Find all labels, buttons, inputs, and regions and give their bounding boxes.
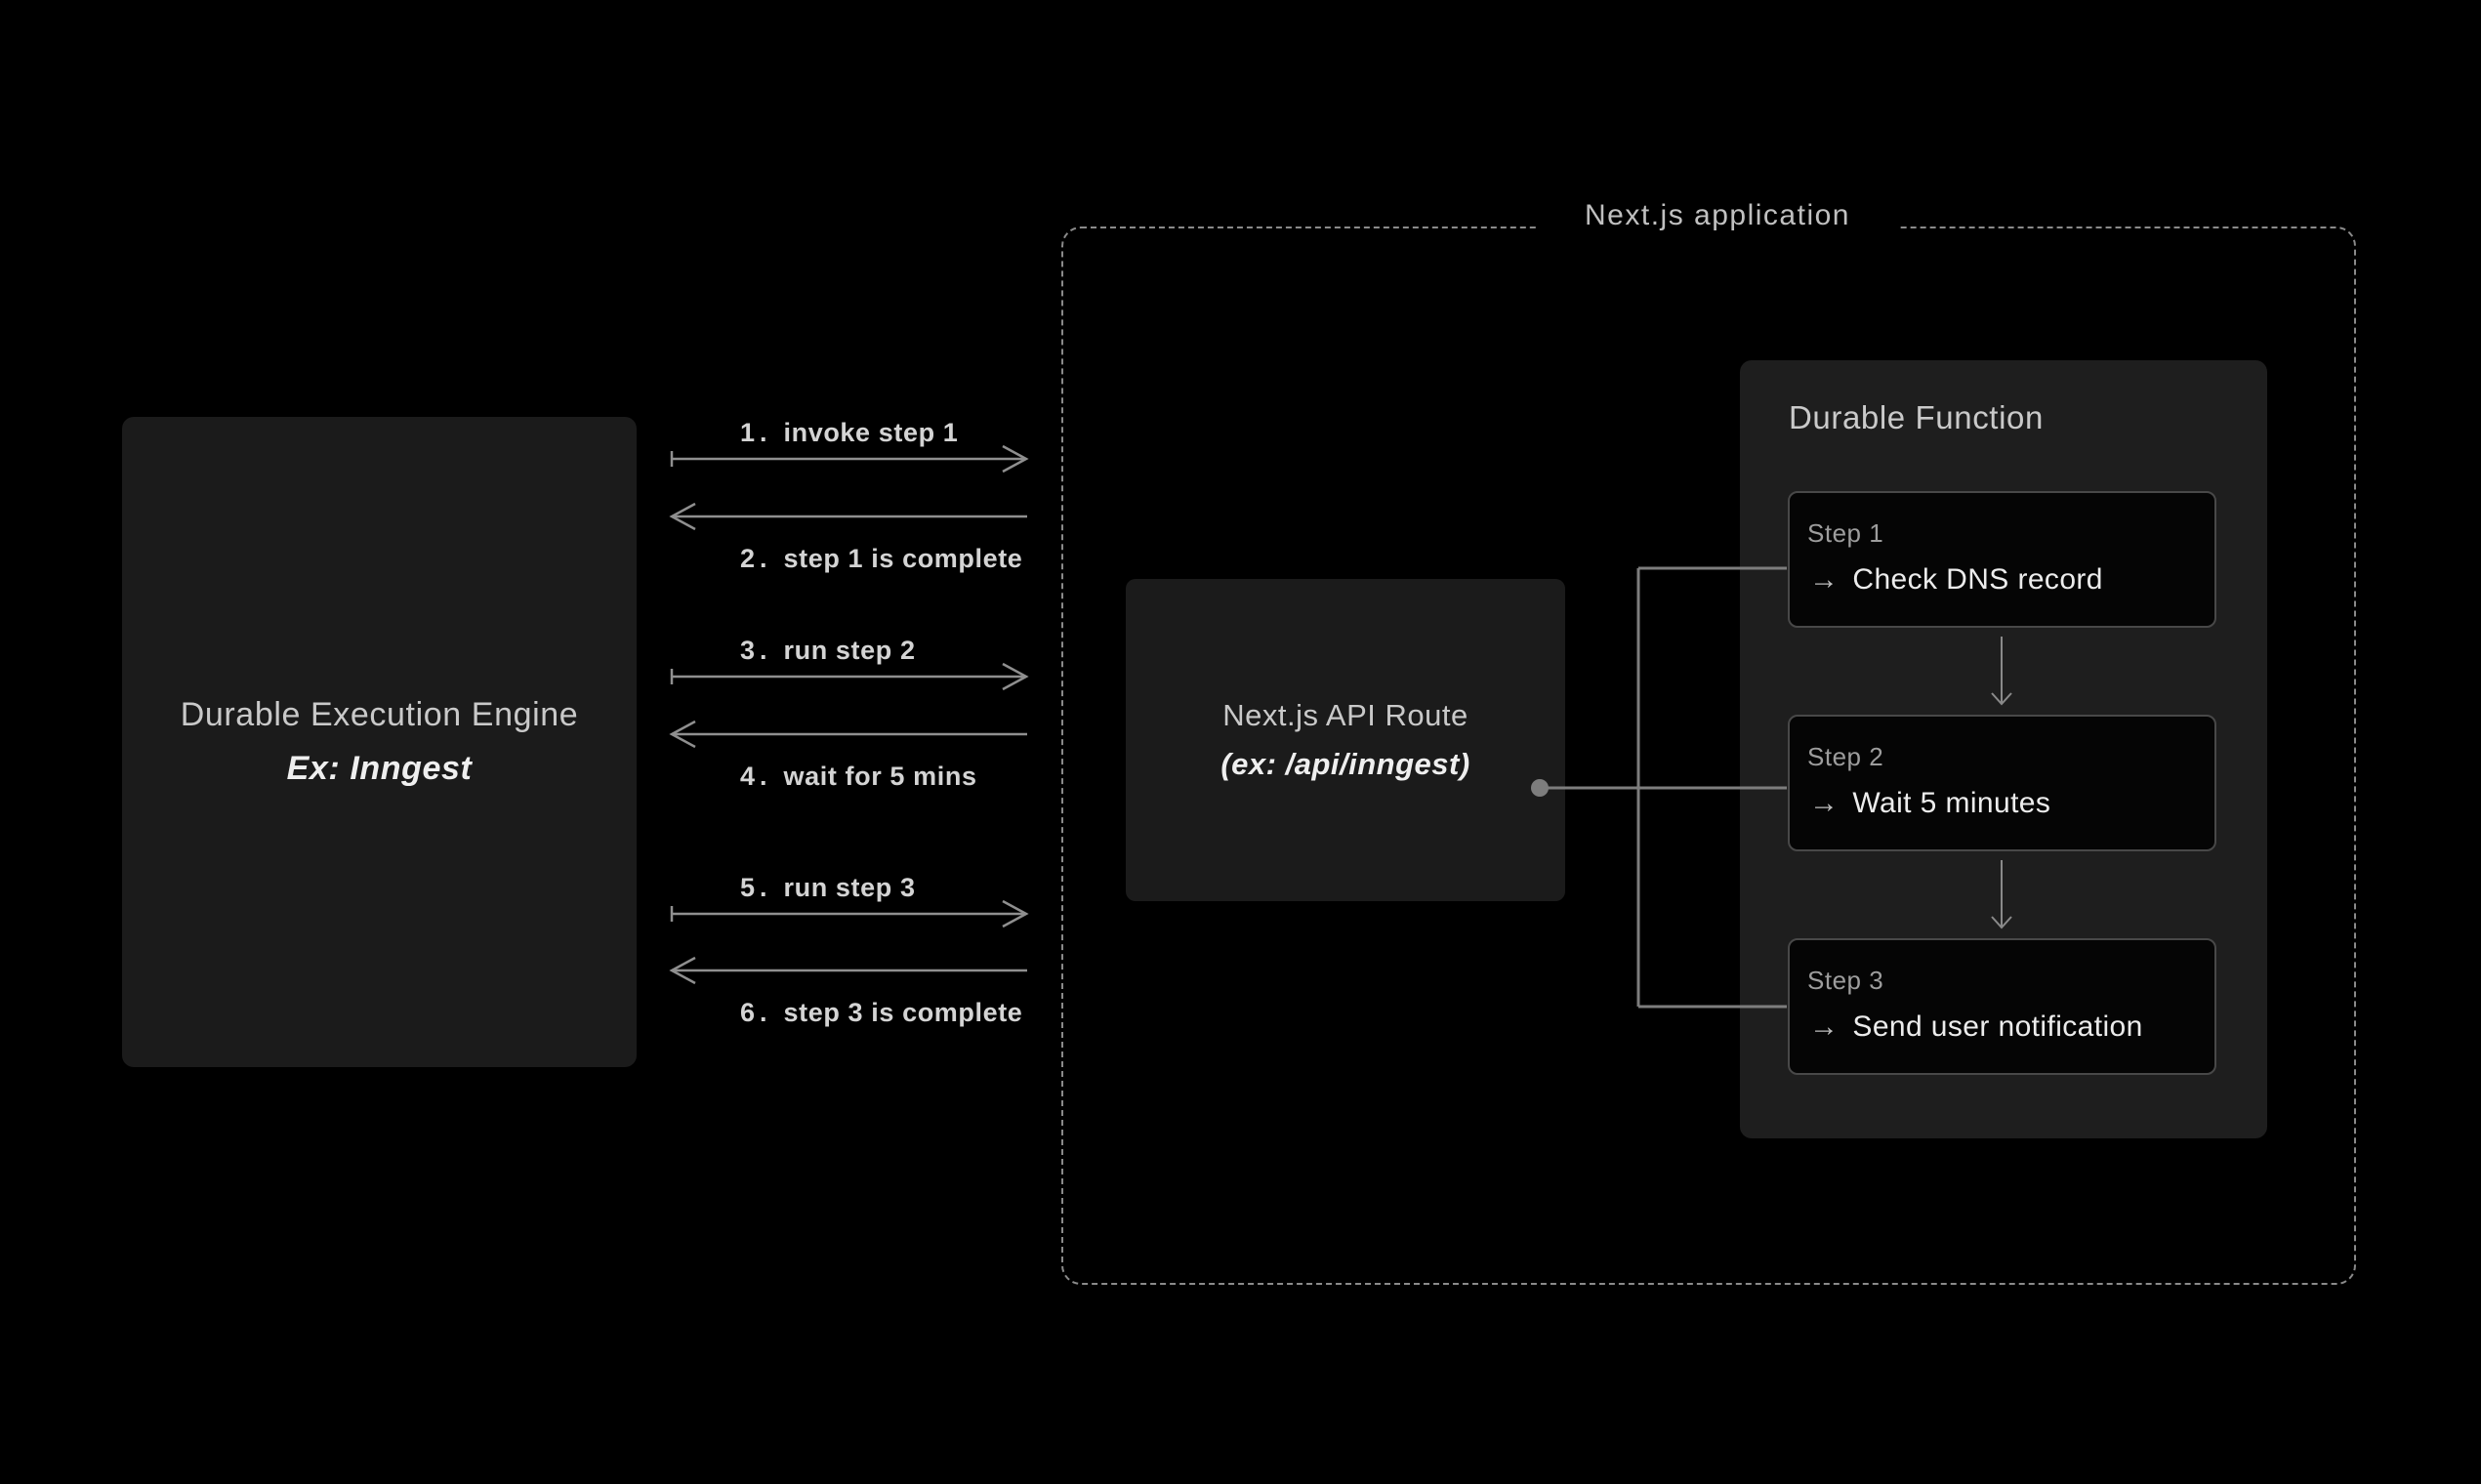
message-label-4: 4. wait for 5 mins [740, 760, 977, 793]
message-arrow-2-left [669, 502, 1027, 531]
message-number: 4. [740, 762, 772, 791]
message-text: wait for 5 mins [783, 762, 977, 791]
step-1-action: → Check DNS record [1809, 563, 2103, 597]
message-text: step 3 is complete [783, 998, 1023, 1027]
message-arrow-4-left [669, 720, 1027, 749]
right-arrow-icon: → [1809, 1010, 1840, 1043]
message-label-5: 5. run step 3 [740, 871, 916, 904]
api-route-subtitle: (ex: /api/inngest) [1220, 747, 1470, 781]
message-label-6: 6. step 3 is complete [740, 996, 1022, 1029]
message-label-2: 2. step 1 is complete [740, 542, 1022, 575]
message-arrow-5-right [670, 899, 1029, 928]
message-label-1: 1. invoke step 1 [740, 416, 958, 449]
engine-title: Durable Execution Engine [180, 696, 579, 733]
step-2-action-text: Wait 5 minutes [1852, 787, 2051, 819]
message-arrow-3-right [670, 662, 1029, 691]
step-2-label: Step 2 [1807, 742, 1884, 771]
step-1-card: Step 1 → Check DNS record [1788, 491, 2216, 628]
message-arrow-6-left [669, 956, 1027, 985]
message-number: 1. [740, 418, 772, 447]
message-label-3: 3. run step 2 [740, 634, 916, 667]
message-text: run step 3 [783, 873, 916, 902]
message-number: 5. [740, 873, 772, 902]
step-3-card: Step 3 → Send user notification [1788, 938, 2216, 1075]
nextjs-api-route-box: Next.js API Route (ex: /api/inngest) [1126, 579, 1565, 901]
step-2-action: → Wait 5 minutes [1809, 787, 2050, 820]
durable-function-box: Durable Function Step 1 → Check DNS reco… [1740, 360, 2267, 1138]
engine-subtitle: Ex: Inngest [286, 750, 473, 787]
step-1-action-text: Check DNS record [1852, 563, 2103, 596]
nextjs-application-label: Next.js application [1536, 198, 1899, 233]
durable-execution-engine-box: Durable Execution Engine Ex: Inngest [122, 417, 637, 1067]
message-number: 3. [740, 636, 772, 665]
message-arrow-1-right [670, 444, 1029, 474]
step-3-action-text: Send user notification [1852, 1010, 2143, 1043]
step-3-action: → Send user notification [1809, 1010, 2143, 1044]
right-arrow-icon: → [1809, 787, 1840, 819]
message-text: run step 2 [783, 636, 916, 665]
message-number: 2. [740, 544, 772, 573]
step-1-label: Step 1 [1807, 518, 1884, 548]
message-number: 6. [740, 998, 772, 1027]
step-2-card: Step 2 → Wait 5 minutes [1788, 715, 2216, 851]
message-text: invoke step 1 [783, 418, 959, 447]
right-arrow-icon: → [1809, 563, 1840, 596]
api-route-title: Next.js API Route [1222, 698, 1468, 732]
step-3-label: Step 3 [1807, 966, 1884, 995]
durable-function-title: Durable Function [1789, 399, 2044, 435]
message-text: step 1 is complete [783, 544, 1023, 573]
